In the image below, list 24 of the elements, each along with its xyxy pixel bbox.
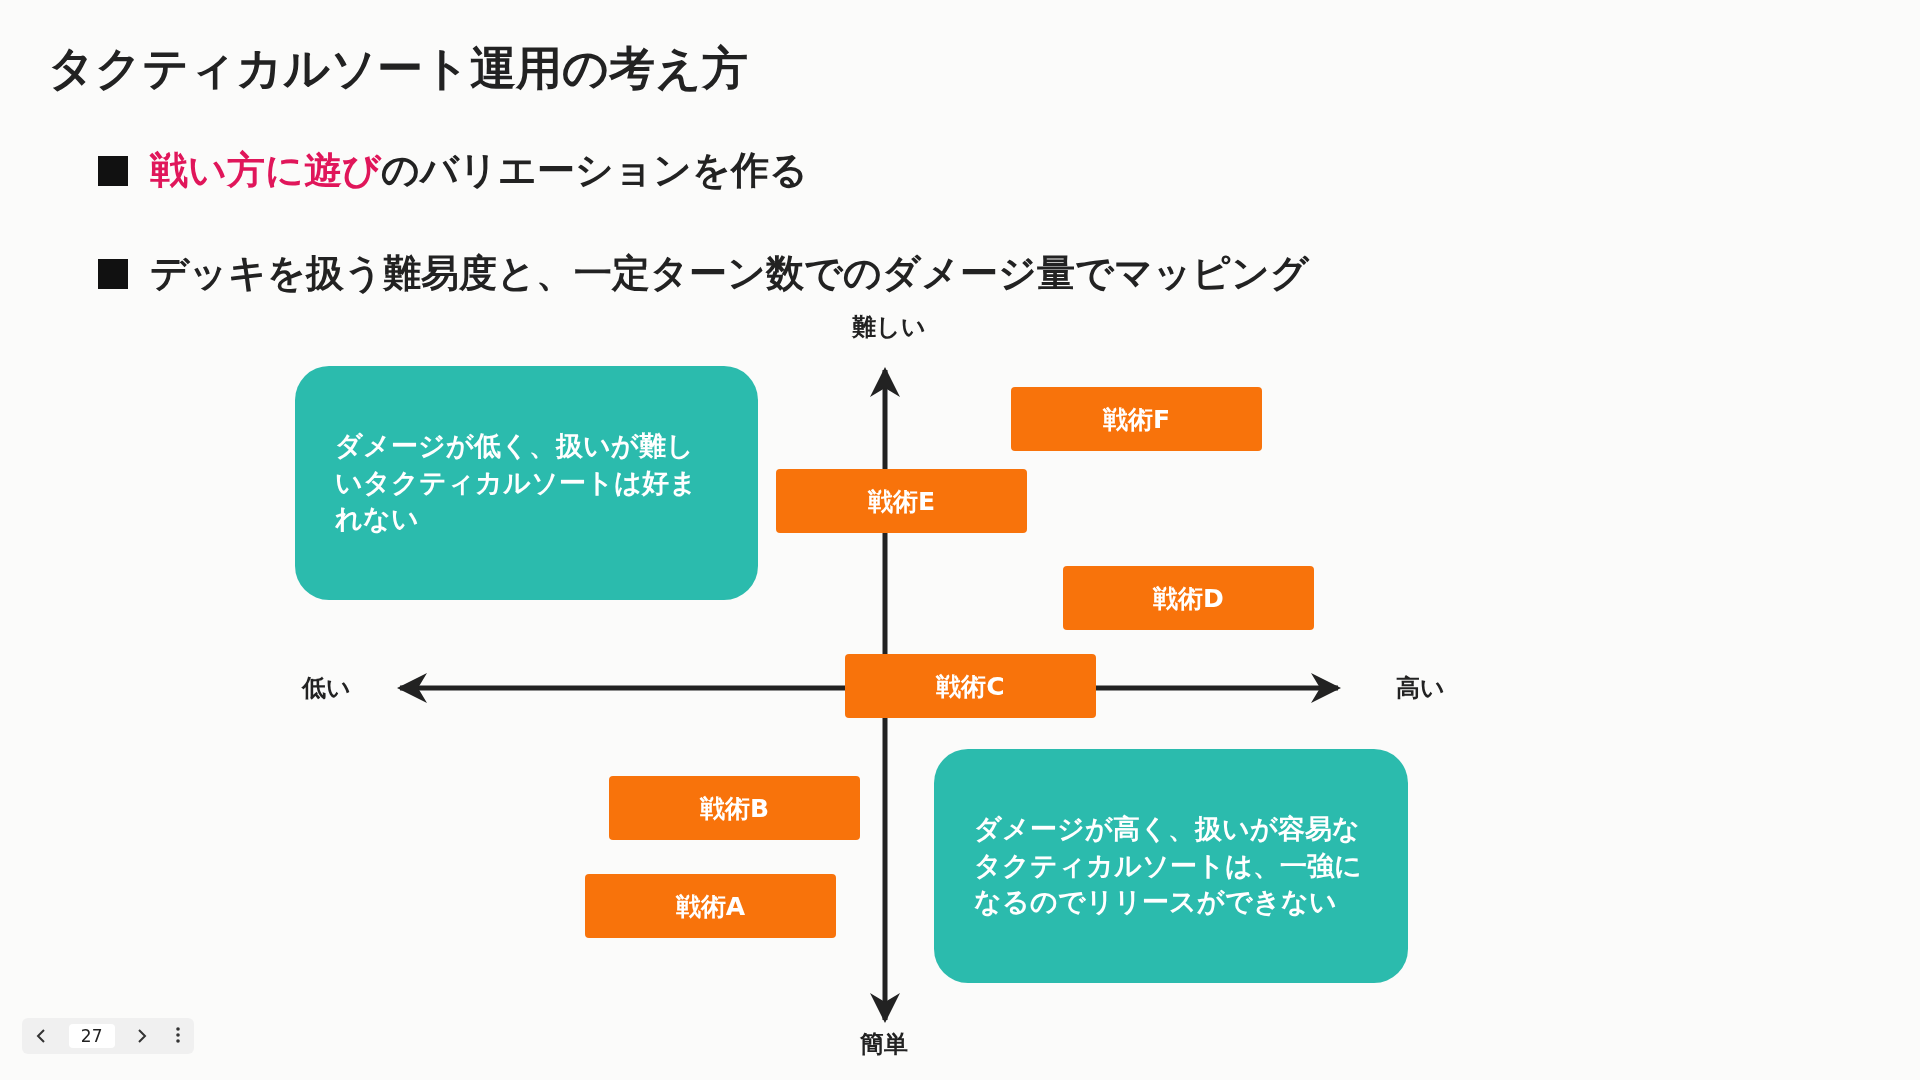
axis-label: 簡単 (860, 1029, 908, 1060)
tactic-label: 戦術D (1153, 582, 1224, 615)
tactic-box (1063, 566, 1314, 630)
note-text: ダメージが低く、扱いが難しいタクティカルソートは好まれない (335, 429, 698, 537)
bullet-text: デッキを扱う難易度と、一定ターン数でのダメージ量でマッピング (150, 250, 1309, 297)
tactic-label: 戦術C (936, 670, 1005, 703)
tactic-box (585, 874, 836, 938)
slide-title: タクティカルソート運用の考え方 (48, 40, 748, 97)
axis-label: 低い (301, 673, 351, 704)
tactic-box (609, 776, 860, 840)
axis-label: 高い (1395, 673, 1445, 704)
note-text: ダメージが高く、扱いが容易なタクティカルソートは、一強になるのでリリースができない (974, 812, 1363, 920)
tactic-label: 戦術A (675, 890, 746, 923)
tactic-label: 戦術E (867, 485, 936, 518)
tactic-label: 戦術F (1102, 403, 1171, 436)
tactic-box (1011, 387, 1262, 451)
note-box (295, 366, 758, 600)
bullet-text: 戦い方に遊びのバリエーションを作る (150, 147, 808, 194)
axis-label: 難しい (852, 312, 926, 343)
tactic-box (845, 654, 1096, 718)
page-number: 27 (68, 1024, 115, 1048)
tactic-label: 戦術B (699, 792, 770, 825)
tactic-box (776, 469, 1027, 533)
note-box (934, 749, 1408, 983)
